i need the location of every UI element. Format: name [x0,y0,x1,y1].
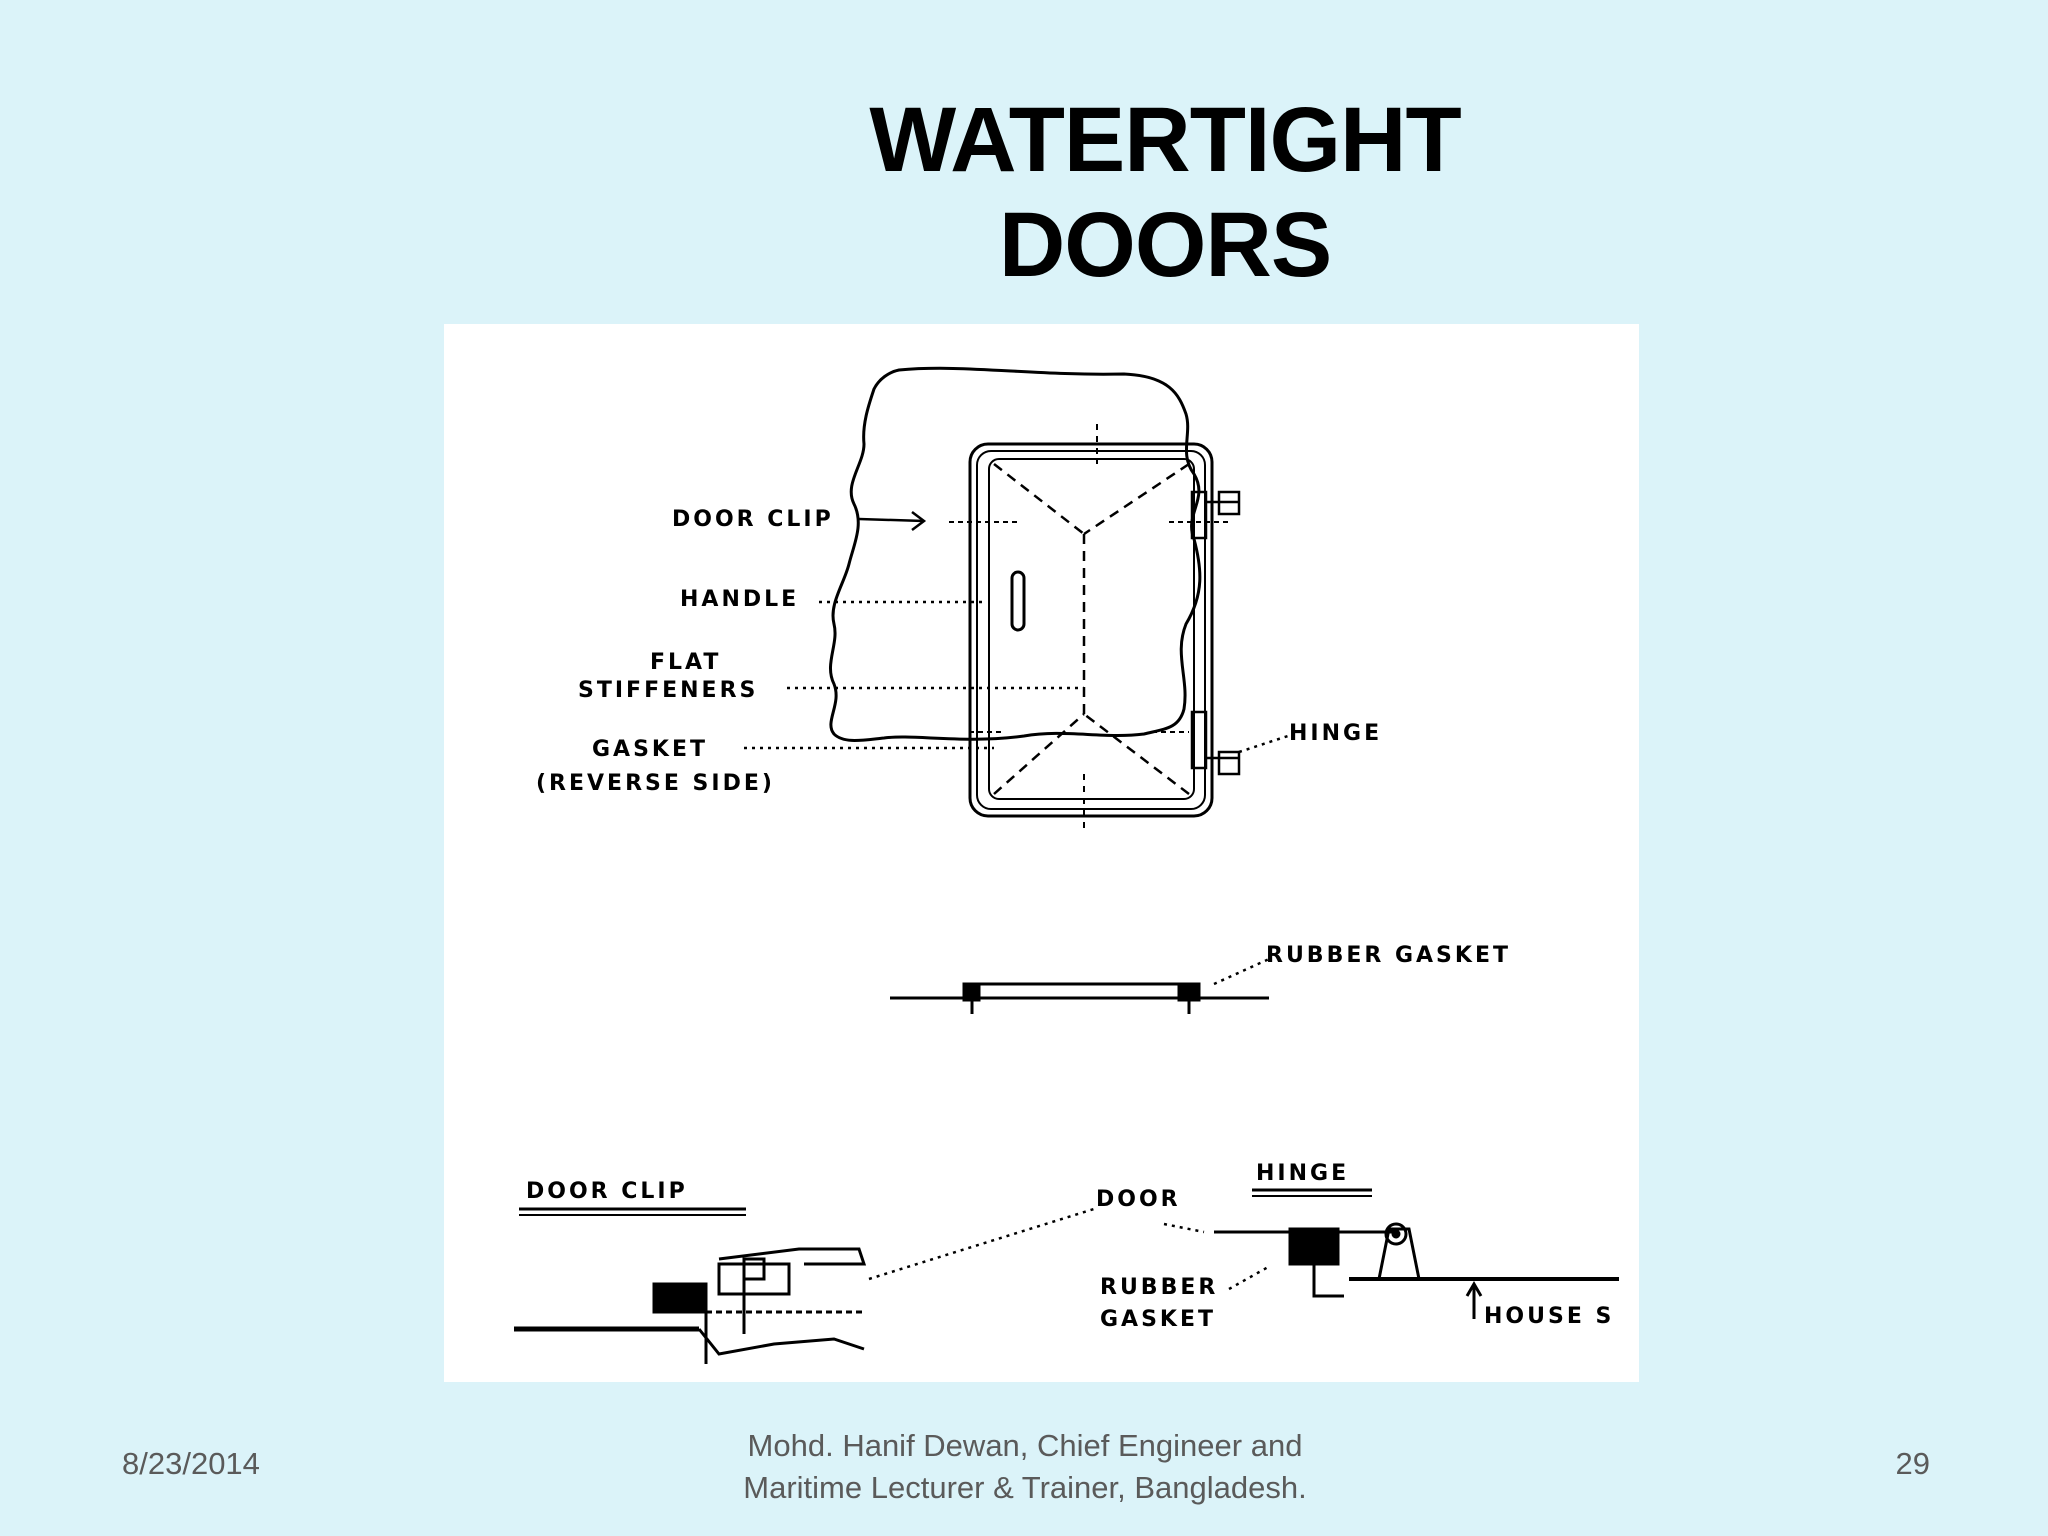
footer-author-line-1: Mohd. Hanif Dewan, Chief Engineer and [747,1428,1303,1463]
label-gasket: GASKET [592,737,708,762]
label-hinge-section: HINGE [1256,1161,1349,1186]
hinge-top [1190,490,1241,540]
footer-author-line-2: Maritime Lecturer & Trainer, Bangladesh. [743,1470,1307,1505]
label-reverse-side: (REVERSE SIDE) [536,771,775,796]
label-flat: FLAT [650,650,721,675]
door-frame-outer [968,442,1214,818]
door-section-view [890,982,1269,1014]
diagram-canvas: DOOR CLIP HANDLE FLAT STIFFENERS GASKET … [514,366,1619,1364]
slide-title: WATERTIGHT DOORS [869,89,1461,296]
door-clip-arrow [858,511,927,531]
door-frame-middle [976,450,1206,810]
door-handle [1010,570,1026,632]
page-number: 29 [1895,1446,1930,1481]
label-hinge: HINGE [1289,721,1382,746]
label-handle: HANDLE [680,587,799,612]
label-house-side: HOUSE S [1484,1304,1614,1329]
label-rubber-gasket-top: RUBBER GASKET [1266,943,1511,968]
label-door: DOOR [1096,1187,1181,1212]
label-rubber: RUBBER [1100,1275,1218,1300]
door-clip-section [514,1247,867,1364]
label-door-clip: DOOR CLIP [672,507,834,532]
flat-stiffeners [993,462,1190,795]
hinge-bottom [1190,710,1241,776]
footer-date: 8/23/2014 [122,1446,260,1481]
bulkhead-outline [829,366,1202,742]
label-gasket-bottom: GASKET [1100,1307,1216,1332]
door-panel [988,458,1195,800]
hinge-section [1214,1222,1619,1319]
footer-author: Mohd. Hanif Dewan, Chief Engineer and Ma… [650,1425,1400,1509]
label-door-clip-section: DOOR CLIP [526,1179,688,1204]
label-stiffeners: STIFFENERS [578,678,758,703]
watertight-door-diagram: DOOR CLIP HANDLE FLAT STIFFENERS GASKET … [444,324,1639,1382]
